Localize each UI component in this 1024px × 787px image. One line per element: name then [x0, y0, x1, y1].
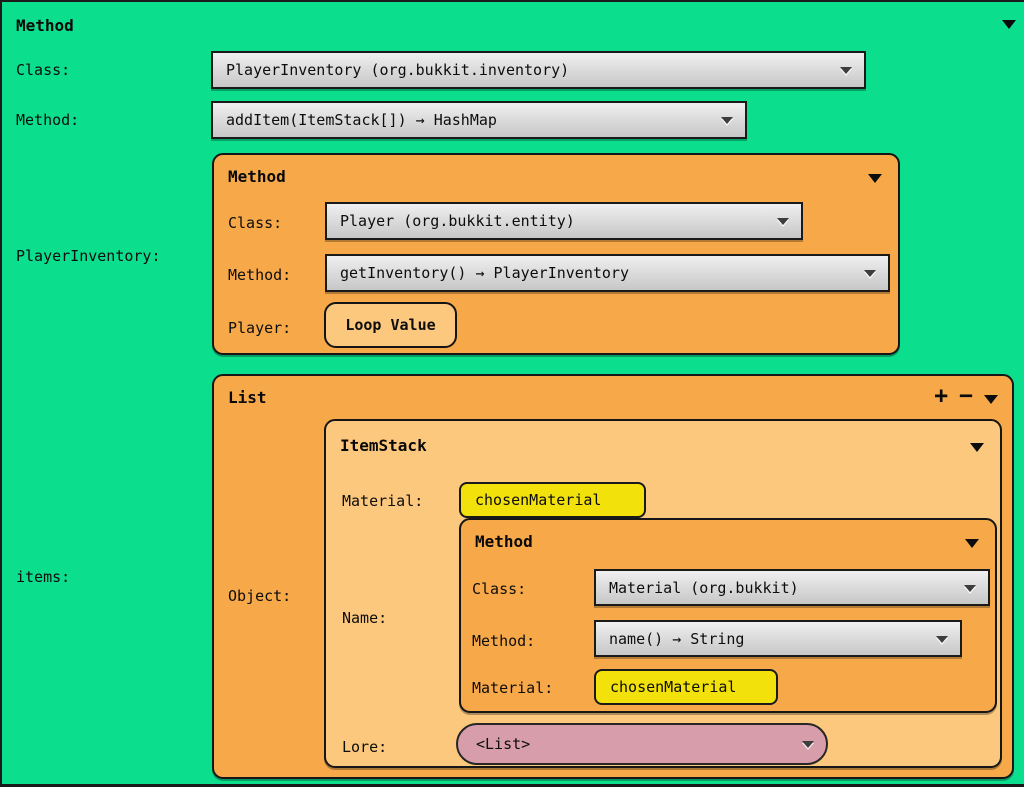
- method-label: Method:: [472, 632, 536, 650]
- class-label: Class:: [16, 61, 71, 79]
- class-dropdown-value: PlayerInventory (org.bukkit.inventory): [226, 61, 570, 79]
- itemstack-panel-title: ItemStack: [340, 436, 427, 455]
- method-label: Method:: [16, 111, 80, 129]
- chevron-down-icon: [721, 117, 733, 124]
- class-label: Class:: [472, 580, 527, 598]
- material-param-label: Material:: [342, 492, 424, 510]
- items-param-label: items:: [16, 568, 71, 586]
- method-label: Method:: [228, 266, 292, 284]
- method-dropdown[interactable]: addItem(ItemStack[]) → HashMap: [211, 101, 747, 139]
- object-param-label: Object:: [228, 587, 292, 605]
- name-param-label: Name:: [342, 609, 388, 627]
- chosen-material-chip[interactable]: chosenMaterial: [459, 482, 646, 518]
- list-panel-title: List: [228, 388, 267, 407]
- collapse-caret-icon[interactable]: [868, 174, 882, 183]
- itemstack-panel: ItemStack Material: chosenMaterial Name:…: [324, 419, 1002, 768]
- method-dropdown-value: name() → String: [609, 629, 745, 648]
- collapse-caret-icon[interactable]: [970, 443, 984, 452]
- remove-item-button[interactable]: −: [959, 383, 973, 409]
- lore-list-dropdown[interactable]: <List>: [456, 723, 828, 765]
- material-param-label: Material:: [472, 679, 554, 697]
- chevron-down-icon: [964, 584, 976, 592]
- list-header-icons: + −: [934, 383, 998, 409]
- collapse-caret-icon[interactable]: [965, 539, 979, 548]
- chosen-material-chip[interactable]: chosenMaterial: [594, 669, 778, 705]
- method-dropdown[interactable]: getInventory() → PlayerInventory: [325, 254, 890, 292]
- class-label: Class:: [228, 214, 283, 232]
- method-dropdown-value: getInventory() → PlayerInventory: [340, 264, 629, 282]
- chevron-down-icon: [864, 270, 876, 277]
- player-param-label: Player:: [228, 319, 292, 337]
- class-dropdown[interactable]: PlayerInventory (org.bukkit.inventory): [211, 51, 866, 89]
- lore-dropdown-value: <List>: [476, 735, 531, 753]
- player-inventory-method-panel: Method Class: Player (org.bukkit.entity)…: [212, 153, 900, 355]
- lore-param-label: Lore:: [342, 738, 388, 756]
- method-panel-title: Method: [228, 167, 286, 186]
- loop-value-button[interactable]: Loop Value: [324, 302, 457, 348]
- class-dropdown[interactable]: Material (org.bukkit): [594, 569, 990, 606]
- items-list-panel: List + − Object: ItemStack Material: cho…: [212, 374, 1014, 779]
- chevron-down-icon: [777, 218, 789, 225]
- add-item-button[interactable]: +: [934, 383, 949, 409]
- chevron-down-icon: [840, 67, 852, 74]
- class-dropdown-value: Player (org.bukkit.entity): [340, 212, 575, 230]
- class-dropdown-value: Material (org.bukkit): [609, 578, 799, 597]
- name-method-panel: Method Class: Material (org.bukkit) Meth…: [459, 518, 997, 713]
- class-dropdown[interactable]: Player (org.bukkit.entity): [325, 202, 803, 240]
- method-dropdown[interactable]: name() → String: [594, 620, 962, 657]
- method-dropdown-value: addItem(ItemStack[]) → HashMap: [226, 111, 497, 129]
- collapse-caret-icon[interactable]: [1002, 20, 1016, 29]
- player-inventory-param-label: PlayerInventory:: [16, 247, 161, 265]
- chevron-down-icon: [936, 635, 948, 643]
- method-panel-title: Method: [475, 532, 533, 551]
- chevron-down-icon: [802, 741, 814, 748]
- method-block-title: Method: [16, 16, 74, 35]
- collapse-caret-icon[interactable]: [984, 394, 998, 404]
